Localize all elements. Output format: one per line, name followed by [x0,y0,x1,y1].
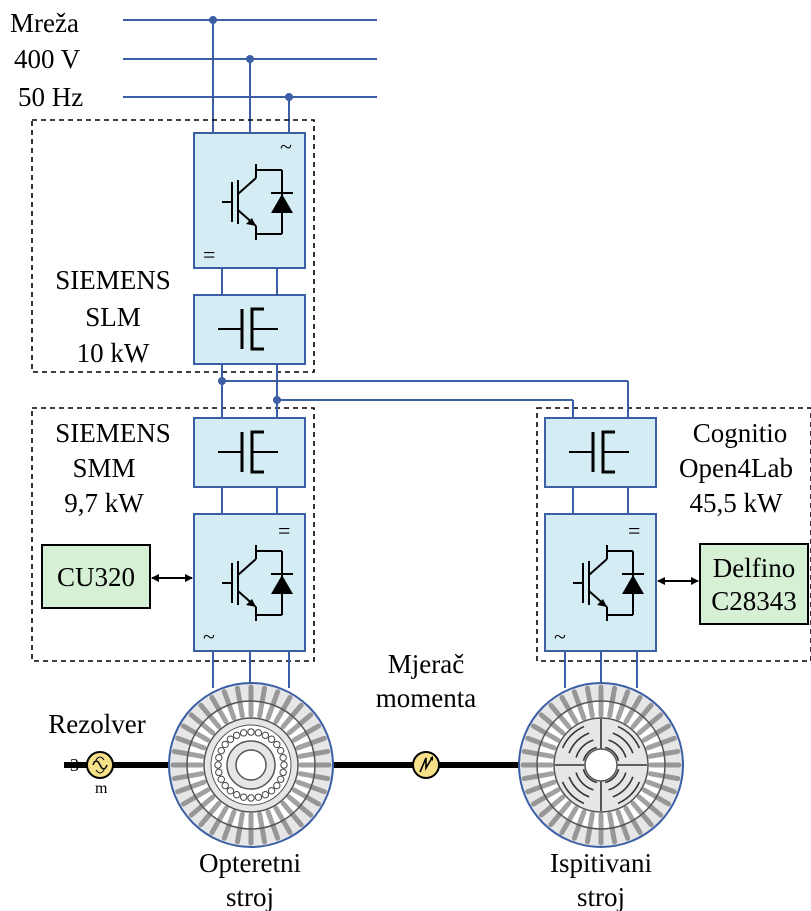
grid-label-frequency: 50 Hz [18,82,83,112]
smm-dc-symbol: = [278,518,290,543]
cu320-controller-box [41,544,151,609]
open4lab-ac-symbol: ~ [554,624,566,649]
torque-meter-label-line2: momenta [376,683,476,713]
smm-group-box [31,407,315,662]
load-machine-icon [168,682,334,848]
smm-power: 9,7 kW [64,488,144,518]
grid-label-voltage: 400 V [14,44,81,74]
resolver-icon: 3 m [70,751,114,797]
delfino-label-line1: Delfino [713,553,795,583]
cu320-label: CU320 [57,562,135,592]
open4lab-dc-link-module [544,417,657,488]
test-machine-icon [518,682,684,848]
slm-name-line1: SIEMENS [55,265,171,295]
dc-bus [218,364,629,418]
test-machine-label-line1: Ispitivani [550,848,652,878]
resolver-label: Rezolver [48,709,145,739]
smm-name-line1: SIEMENS [55,418,171,448]
slm-group-box [31,119,315,373]
slm-name-line2: SLM [85,302,141,332]
smm-name-line2: SMM [72,453,135,483]
test-machine-label-line2: stroj [577,882,625,911]
motor-cables [212,651,638,688]
load-machine-label-line2: stroj [226,882,274,911]
open4lab-inverter-module [544,513,657,652]
resolver-coil-left: 3 [70,755,79,775]
open4lab-power: 45,5 kW [690,488,784,518]
open4lab-name-line2: Open4Lab [679,453,793,483]
load-machine-label-line1: Opteretni [199,848,301,878]
resolver-coil-bottom: m [95,780,108,797]
torque-meter-icon [412,751,440,779]
smm-dc-link-module [193,417,306,488]
delfino-label-line2: C28343 [711,586,797,616]
open4lab-dc-symbol: = [628,518,640,543]
delfino-controller-box [699,543,809,625]
slm-dc-link-module [193,294,306,365]
slm-power: 10 kW [77,338,150,368]
grid-label-line1: Mreža [10,8,79,38]
open4lab-name-line1: Cognitio [693,418,788,448]
smm-ac-symbol: ~ [203,624,215,649]
grid-lines [123,16,377,133]
open4lab-group-box [536,407,811,662]
torque-meter-label-line1: Mjerač [388,649,464,679]
slm-ac-symbol: ~ [280,134,292,159]
slm-dc-symbol: = [203,242,215,267]
smm-inverter-module [193,513,306,652]
slm-rectifier-module [193,132,306,269]
